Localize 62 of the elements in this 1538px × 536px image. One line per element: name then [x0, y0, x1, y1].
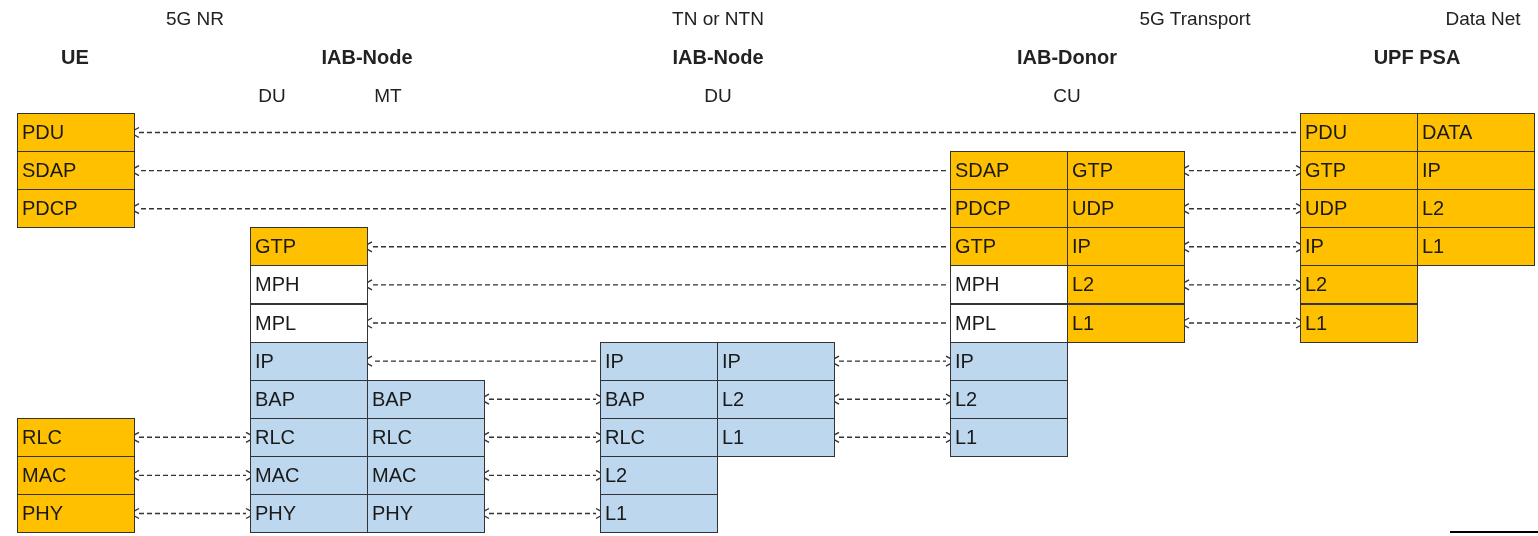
protocol-layer-cell: IP [1417, 151, 1535, 191]
network-label: 5G NR [165, 8, 225, 30]
protocol-layer-cell: BAP [367, 379, 485, 419]
unit-label: CU [1053, 85, 1081, 107]
protocol-layer-cell: MPL [250, 303, 368, 343]
protocol-layer-cell: GTP [250, 227, 368, 267]
entity-title: IAB-Node [672, 46, 764, 69]
unit-label: DU [704, 85, 732, 107]
protocol-layer-cell: PDU [1300, 113, 1418, 152]
entity-title: UPF PSA [1373, 46, 1461, 69]
protocol-layer-cell: IP [600, 341, 718, 381]
protocol-layer-cell: L1 [1067, 303, 1185, 343]
protocol-layer-cell: UDP [1067, 189, 1185, 229]
protocol-layer-cell: PHY [367, 494, 485, 533]
protocol-layer-cell: RLC [17, 417, 135, 457]
protocol-layer-cell: RLC [600, 417, 718, 457]
protocol-layer-cell: BAP [250, 379, 368, 419]
protocol-layer-cell: SDAP [950, 151, 1068, 191]
protocol-layer-cell: L2 [1067, 265, 1185, 305]
protocol-layer-cell: GTP [950, 227, 1068, 267]
protocol-layer-cell: IP [1300, 227, 1418, 267]
protocol-layer-cell: GTP [1067, 151, 1185, 191]
protocol-layer-cell: L2 [600, 455, 718, 495]
protocol-layer-cell: L2 [1300, 265, 1418, 305]
protocol-layer-cell: MAC [17, 455, 135, 495]
protocol-layer-cell: PHY [250, 494, 368, 533]
protocol-layer-cell: RLC [367, 417, 485, 457]
protocol-layer-cell: L1 [1417, 227, 1535, 267]
unit-label: DU [258, 85, 286, 107]
protocol-layer-cell: IP [250, 341, 368, 381]
protocol-layer-cell: MPH [250, 265, 368, 305]
protocol-layer-cell: L1 [600, 494, 718, 533]
unit-label: MT [374, 85, 402, 107]
protocol-layer-cell: MAC [367, 455, 485, 495]
protocol-layer-cell: MPL [950, 303, 1068, 343]
protocol-layer-cell: SDAP [17, 151, 135, 191]
protocol-layer-cell: IP [1067, 227, 1185, 267]
network-label: TN or NTN [672, 8, 764, 30]
protocol-layer-cell: PDU [17, 113, 135, 152]
protocol-layer-cell: BAP [600, 379, 718, 419]
protocol-layer-cell: L1 [950, 417, 1068, 457]
entity-title: UE [61, 46, 89, 69]
protocol-layer-cell: DATA [1417, 113, 1535, 152]
protocol-layer-cell: GTP [1300, 151, 1418, 191]
protocol-layer-cell: MAC [250, 455, 368, 495]
network-label: Data Net [1445, 8, 1521, 30]
protocol-layer-cell: IP [950, 341, 1068, 381]
protocol-layer-cell: RLC [250, 417, 368, 457]
protocol-layer-cell: UDP [1300, 189, 1418, 229]
protocol-layer-cell: L2 [717, 379, 835, 419]
protocol-layer-cell: L2 [950, 379, 1068, 419]
network-label: 5G Transport [1139, 8, 1251, 30]
protocol-layer-cell: MPH [950, 265, 1068, 305]
protocol-layer-cell: IP [717, 341, 835, 381]
protocol-layer-cell: PDCP [950, 189, 1068, 229]
protocol-layer-cell: L1 [717, 417, 835, 457]
protocol-layer-cell: L1 [1300, 303, 1418, 343]
protocol-layer-cell: PHY [17, 494, 135, 533]
protocol-layer-cell: L2 [1417, 189, 1535, 229]
entity-title: IAB-Node [321, 46, 413, 69]
entity-title: IAB-Donor [1017, 46, 1117, 69]
protocol-layer-cell: PDCP [17, 189, 135, 229]
